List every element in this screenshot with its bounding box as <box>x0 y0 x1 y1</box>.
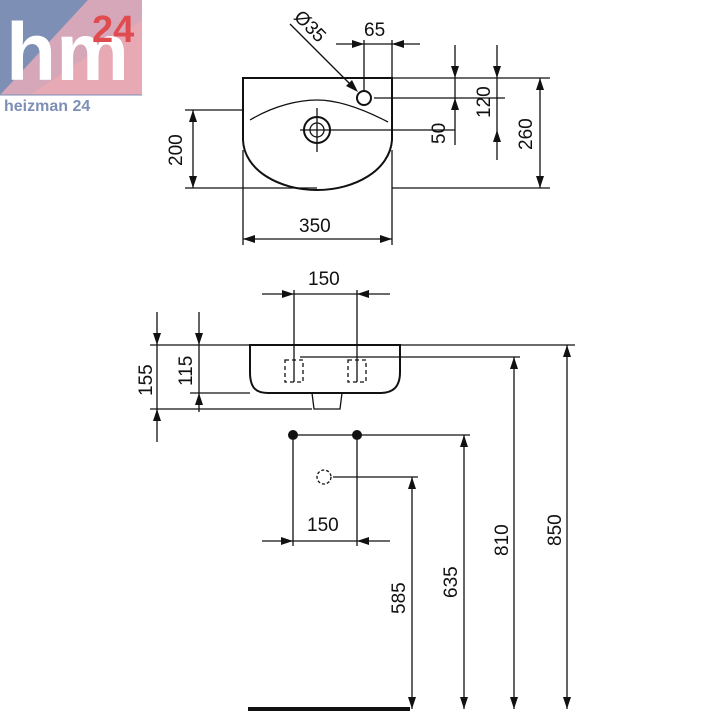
arrow-tap-offset-left <box>352 40 364 48</box>
arrow-supply-spacing-right <box>357 537 369 545</box>
dim-drain-offset: 50 <box>429 123 450 144</box>
arrow-total-height-bottom <box>153 409 161 421</box>
arrow-tap-to-drain-top <box>493 66 501 78</box>
dim-waste-height: 585 <box>389 582 410 614</box>
arrow-overall-depth-bottom <box>536 176 544 188</box>
dim-top-height: 850 <box>545 514 566 546</box>
basin-outline-top <box>242 77 393 192</box>
arrow-drain-offset-top <box>451 66 459 78</box>
arrow-bowl-rim-height-bottom <box>510 697 518 709</box>
basin-bowl-curve <box>249 99 389 123</box>
dim-overall-width: 350 <box>299 216 331 237</box>
arrow-drain-offset-bottom <box>451 98 459 110</box>
arrow-supply-height-top <box>460 435 468 447</box>
dim-supply-spacing: 150 <box>307 515 339 536</box>
dim-bowl-rim-height: 810 <box>492 524 513 556</box>
arrow-overall-depth-top <box>536 78 544 90</box>
arrow-mount-spacing-right <box>357 290 369 298</box>
logo-graphic: hm 24 heizman 24 <box>0 0 142 116</box>
dim-supply-height: 635 <box>441 566 462 598</box>
installation-view: 150 585 635 810 850 <box>248 345 571 711</box>
dim-tap-offset: 65 <box>364 20 385 41</box>
diameter-leader <box>289 23 357 91</box>
logo-number: 24 <box>92 9 134 51</box>
arrow-supply-height-bottom <box>460 697 468 709</box>
brand-logo: hm 24 heizman 24 <box>0 0 142 116</box>
dim-tap-hole-diameter: Ø35 <box>289 7 329 47</box>
dim-mount-spacing: 150 <box>308 269 340 290</box>
arrow-top-height-bottom <box>563 697 571 709</box>
logo-bg-left <box>0 0 88 95</box>
waste-point <box>316 469 332 485</box>
arrow-total-height-top <box>153 333 161 345</box>
arrow-supply-spacing-left <box>281 537 293 545</box>
arrow-front-depth-top <box>189 110 197 122</box>
arrow-front-depth-bottom <box>189 176 197 188</box>
arrow-bowl-height-bottom <box>195 393 203 405</box>
dim-front-depth: 200 <box>166 134 187 166</box>
basin-outline-front <box>249 344 401 394</box>
dim-tap-to-drain: 120 <box>474 86 495 118</box>
arrow-bowl-rim-height-top <box>510 357 518 369</box>
logo-brand-text: heizman 24 <box>4 98 90 115</box>
arrow-overall-width-right <box>380 235 392 243</box>
arrow-waste-height-bottom <box>408 697 416 709</box>
waste-outlet-front <box>311 392 343 410</box>
diameter-leader-arrow <box>346 80 358 92</box>
arrow-mount-spacing-left <box>282 290 294 298</box>
front-view: 150 155 115 <box>136 269 575 442</box>
arrow-waste-height-top <box>408 477 416 489</box>
logo-mark: hm <box>6 7 129 98</box>
arrow-tap-to-drain-bottom <box>493 130 501 142</box>
logo-bg-blend <box>0 0 142 95</box>
dim-total-height: 155 <box>136 364 157 396</box>
dim-bowl-height: 115 <box>176 356 197 386</box>
tap-hole <box>356 90 372 106</box>
arrow-top-height-top <box>563 345 571 357</box>
logo-text-bg <box>0 95 142 116</box>
top-view: Ø35 65 50 120 260 200 <box>166 7 550 245</box>
arrow-overall-width-left <box>243 235 255 243</box>
dim-overall-depth: 260 <box>516 118 537 150</box>
arrow-tap-offset-right <box>392 40 404 48</box>
arrow-bowl-height-top <box>195 333 203 345</box>
